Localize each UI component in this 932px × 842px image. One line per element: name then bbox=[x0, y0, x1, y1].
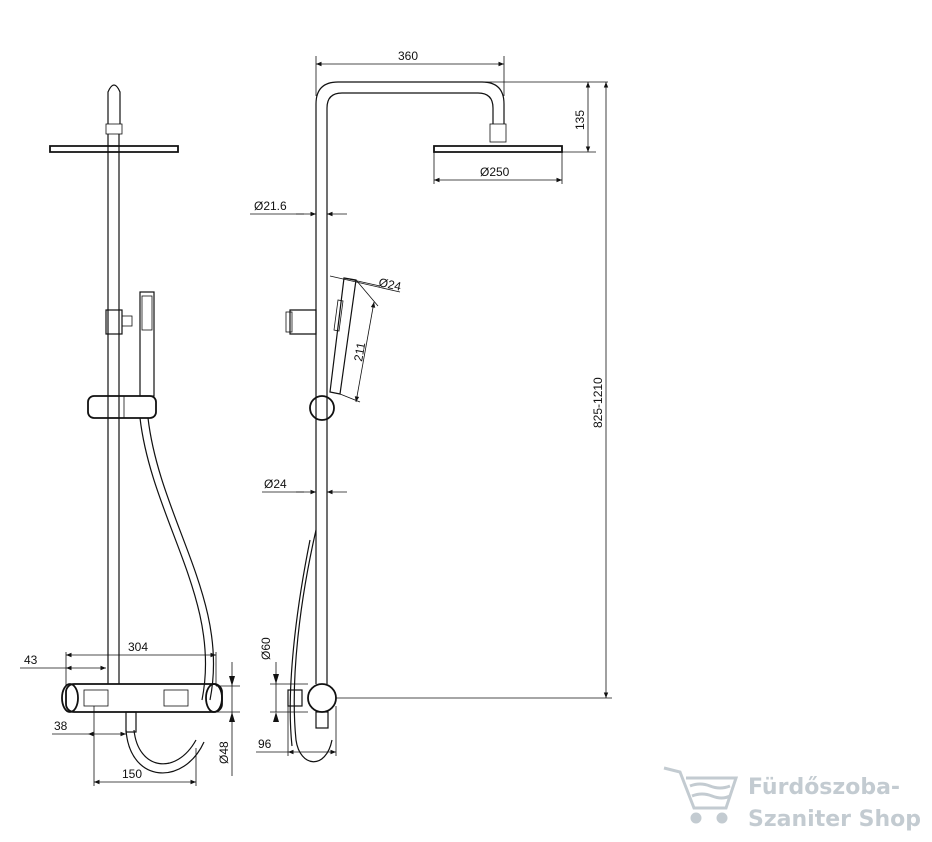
front-slider bbox=[87, 395, 157, 419]
side-mixer bbox=[307, 683, 337, 713]
dim-depth-96: 96 bbox=[258, 737, 272, 751]
dim-width-360: 360 bbox=[398, 49, 418, 63]
side-hand-shower-face bbox=[333, 299, 344, 332]
shopping-cart-icon bbox=[663, 766, 739, 824]
side-hose-inner bbox=[289, 539, 311, 747]
dim-diameter-48: Ø48 bbox=[217, 741, 231, 764]
front-hose-lower-outer bbox=[133, 729, 197, 765]
front-mixer-mount-right bbox=[163, 689, 189, 707]
side-mixer-wall-left bbox=[287, 689, 303, 707]
side-hose-outer bbox=[293, 529, 333, 763]
dim-diameter-21-6: Ø21.6 bbox=[254, 199, 287, 213]
side-holder-bracket bbox=[289, 309, 317, 335]
side-head-connector bbox=[489, 123, 507, 143]
watermark-line-1: Fürdőszoba- bbox=[748, 775, 900, 800]
dim-24h-ref bbox=[329, 275, 401, 293]
front-mixer-left-cap bbox=[61, 683, 79, 713]
front-mixer-right-cap bbox=[205, 683, 223, 713]
dim-height-135: 135 bbox=[573, 110, 587, 130]
front-mixer-mount-left bbox=[83, 689, 109, 707]
dim-211-ext-top bbox=[355, 279, 379, 307]
side-column-outer bbox=[315, 81, 505, 684]
dim-diameter-24-pipe: Ø24 bbox=[264, 477, 287, 491]
side-shower-head bbox=[433, 145, 563, 153]
front-head-connector bbox=[105, 123, 123, 135]
front-holder-knob bbox=[121, 315, 133, 327]
dim-width-304: 304 bbox=[128, 640, 148, 654]
front-hose-inner bbox=[139, 417, 207, 701]
watermark: Fürdőszoba- Szaniter Shop bbox=[663, 766, 921, 832]
watermark-line-2: Szaniter Shop bbox=[748, 807, 921, 832]
side-mixer-outlet bbox=[315, 711, 329, 729]
front-hand-shower-face bbox=[141, 295, 153, 331]
dim-distance-150: 150 bbox=[122, 767, 142, 781]
front-hose-outer bbox=[147, 417, 215, 701]
side-hand-shower bbox=[329, 277, 357, 395]
side-view: 360 135 825-1210 Ø250 Ø21.6 Ø24 211 bbox=[250, 49, 612, 763]
front-mixer-outlet bbox=[125, 711, 137, 733]
front-shower-head bbox=[49, 145, 179, 153]
dim-offset-43: 43 bbox=[24, 653, 38, 667]
side-slider bbox=[309, 395, 335, 421]
front-view: 304 43 38 150 Ø48 bbox=[20, 84, 240, 786]
side-holder-cap bbox=[285, 311, 293, 333]
dim-diameter-60: Ø60 bbox=[259, 637, 273, 660]
dim-length-211: 211 bbox=[351, 341, 368, 363]
dim-diameter-24-handshower: Ø24 bbox=[377, 275, 402, 293]
dim-24h-ext bbox=[343, 277, 381, 287]
dim-diameter-250: Ø250 bbox=[480, 165, 510, 179]
dim-height-range: 825-1210 bbox=[591, 377, 605, 428]
front-mixer-body bbox=[65, 683, 223, 713]
dim-offset-38: 38 bbox=[54, 719, 68, 733]
front-top-inlet bbox=[107, 84, 121, 124]
side-column-inner bbox=[326, 92, 494, 684]
dim-211-line bbox=[354, 301, 376, 403]
